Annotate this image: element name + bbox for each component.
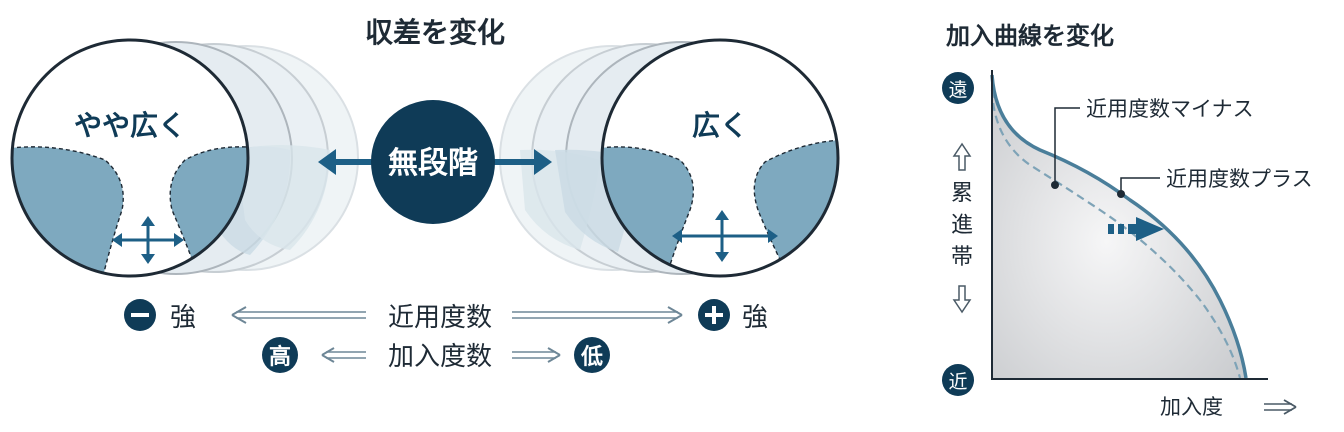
x-axis-arrow (1264, 399, 1297, 415)
lens-right-label: 広く (692, 109, 748, 142)
curve-plus (990, 74, 1248, 379)
near-power-row (124, 299, 730, 331)
low-badge-text: 低 (580, 345, 603, 370)
stepless-indicator (318, 100, 552, 224)
near-badge-text: 近 (948, 371, 967, 393)
corridor-char-1: 累 (951, 181, 973, 206)
curve-minus (990, 89, 1242, 379)
left-panel-title: 収差を変化 (365, 16, 505, 49)
add-curve-plot (990, 70, 1268, 380)
far-badge (942, 72, 974, 104)
right-panel-title: 加入曲線を変化 (946, 22, 1114, 50)
x-axis-label: 加入度 (1160, 395, 1223, 419)
stepless-label: 無段階 (388, 146, 478, 181)
far-badge-text: 遠 (948, 79, 967, 101)
callout-minus: 近用度数マイナス (1086, 97, 1254, 121)
row2-center-text: 加入度数 (388, 342, 492, 372)
lens-left-label: やや広く (74, 109, 186, 142)
corridor-char-2: 進 (951, 213, 973, 238)
near-badge (942, 364, 974, 396)
progressive-corridor-label (952, 142, 972, 314)
add-power-row (262, 337, 610, 373)
high-badge-text: 高 (269, 344, 291, 370)
row1-left-text: 強 (170, 303, 196, 333)
callout-plus: 近用度数プラス (1166, 167, 1313, 191)
corridor-char-3: 帯 (951, 245, 973, 270)
row1-center-text: 近用度数 (388, 303, 492, 333)
left-main-lens (10, 38, 250, 278)
row1-right-text: 強 (742, 303, 768, 333)
